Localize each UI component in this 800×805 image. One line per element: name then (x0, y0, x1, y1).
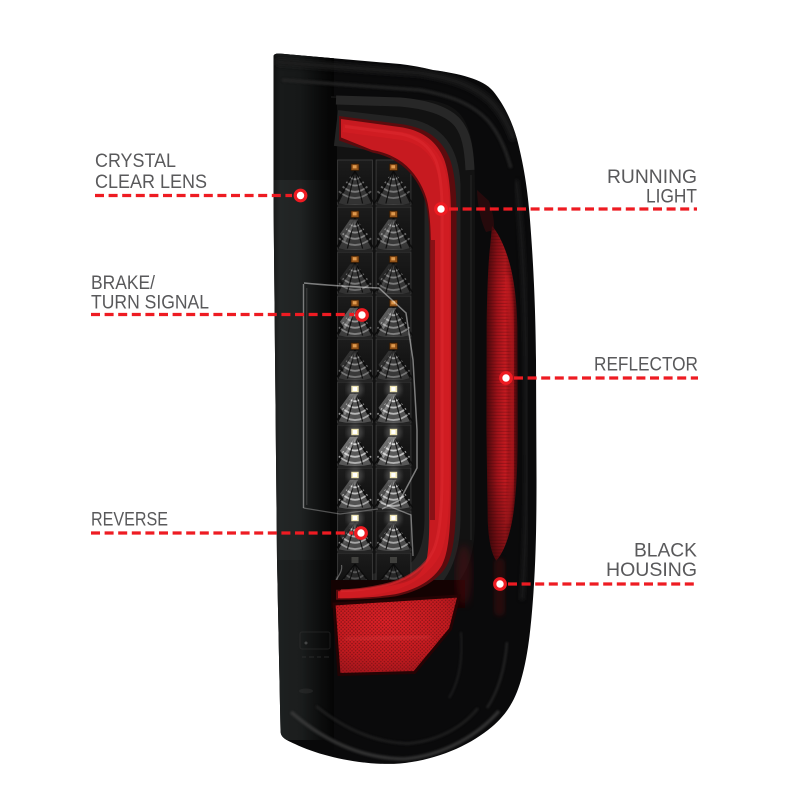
svg-text:REVERSE: REVERSE (91, 509, 168, 531)
svg-text:BRAKE/: BRAKE/ (91, 272, 155, 294)
svg-text:LIGHT: LIGHT (646, 186, 697, 208)
svg-text:RUNNING: RUNNING (607, 166, 697, 188)
svg-text:BLACK: BLACK (634, 540, 697, 562)
svg-text:TURN SIGNAL: TURN SIGNAL (91, 292, 209, 314)
svg-text:HOUSING: HOUSING (606, 559, 697, 581)
svg-text:CLEAR LENS: CLEAR LENS (95, 171, 207, 193)
svg-text:REFLECTOR: REFLECTOR (594, 354, 698, 376)
svg-text:CRYSTAL: CRYSTAL (95, 150, 176, 172)
